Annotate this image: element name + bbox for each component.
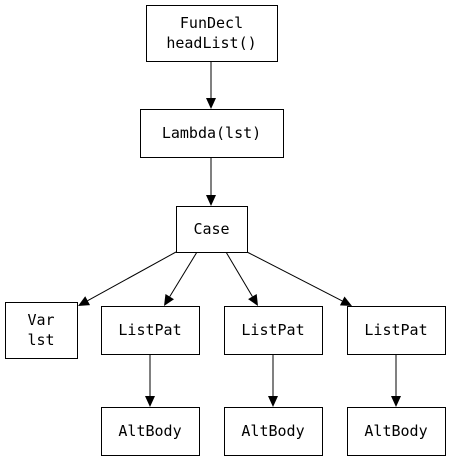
node-box: [224, 407, 323, 456]
node-label: Lambda(lst): [162, 124, 261, 142]
arrowhead-icon: [391, 396, 401, 407]
arrowhead-icon: [268, 396, 278, 407]
node-altbody1: AltBody: [101, 407, 200, 456]
node-box: [101, 407, 200, 456]
node-box: [5, 302, 78, 359]
arrowhead-icon: [164, 294, 175, 306]
arrowhead-icon: [78, 296, 91, 306]
node-label: ListPat: [118, 321, 181, 339]
node-case: Case: [176, 206, 248, 253]
edge-case-to-listpat1: [164, 251, 198, 306]
arrowhead-icon: [145, 396, 155, 407]
node-fundecl: FunDecl headList(): [146, 5, 278, 62]
edge-lambda-to-case: [206, 157, 216, 206]
node-box: [146, 5, 278, 62]
edge-case-to-var: [78, 251, 177, 306]
edge-line: [87, 251, 177, 302]
node-label: lst: [27, 331, 54, 349]
edge-line: [169, 251, 198, 297]
node-label: FunDecl: [180, 14, 243, 32]
edge-fundecl-to-lambda: [206, 61, 216, 109]
arrowhead-icon: [206, 98, 216, 109]
node-listpat3: ListPat: [347, 306, 446, 355]
node-lambda: Lambda(lst): [140, 109, 284, 158]
arrowhead-icon: [248, 293, 258, 306]
node-label: AltBody: [364, 422, 427, 440]
node-label: Var: [27, 311, 54, 329]
edge-line: [225, 251, 253, 297]
edge-line: [246, 251, 343, 302]
node-box: [140, 109, 284, 158]
edges: [78, 61, 401, 407]
node-box: [176, 206, 248, 253]
arrowhead-icon: [206, 195, 216, 206]
edge-case-to-listpat3: [246, 251, 352, 306]
node-label: AltBody: [241, 422, 304, 440]
node-label: Case: [193, 220, 229, 238]
node-altbody2: AltBody: [224, 407, 323, 456]
edge-listpat2-to-altbody2: [268, 354, 278, 407]
node-box: [347, 407, 446, 456]
node-listpat2: ListPat: [224, 306, 323, 355]
node-box: [347, 306, 446, 355]
node-label: AltBody: [118, 422, 181, 440]
node-box: [101, 306, 200, 355]
node-label: headList(): [166, 34, 256, 52]
arrowhead-icon: [339, 296, 352, 306]
edge-listpat1-to-altbody1: [145, 354, 155, 407]
node-label: ListPat: [364, 321, 427, 339]
node-box: [224, 306, 323, 355]
node-listpat1: ListPat: [101, 306, 200, 355]
node-var: Var lst: [5, 302, 78, 359]
node-altbody3: AltBody: [347, 407, 446, 456]
edge-listpat3-to-altbody3: [391, 354, 401, 407]
edge-case-to-listpat2: [225, 251, 258, 306]
node-label: ListPat: [241, 321, 304, 339]
